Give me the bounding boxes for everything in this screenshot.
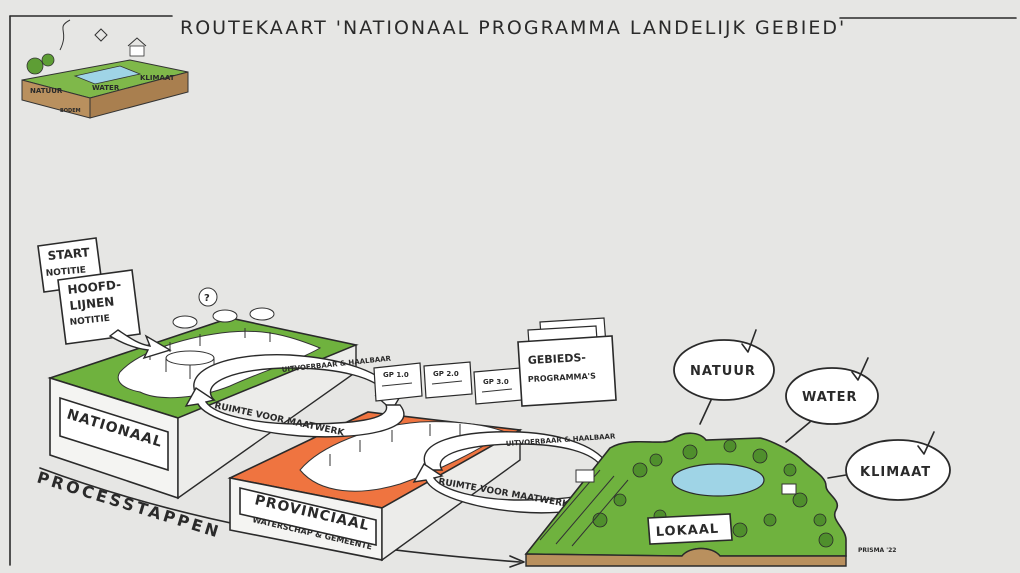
thumb-label-natuur: NATUUR — [30, 87, 63, 95]
check-icon-water — [851, 357, 869, 381]
start-line-2: NOTITIE — [45, 266, 86, 279]
gp-sheet-1: GP 1.0 — [383, 371, 409, 379]
goal-bubble-water: WATER — [785, 357, 879, 443]
nationaal-block: ? NATIONAAL — [47, 287, 359, 500]
goal-label-water: WATER — [802, 390, 858, 405]
check-icon-natuur — [741, 329, 757, 353]
signature: PRISMA '22 — [858, 547, 896, 554]
hoofdlijnen-line-3: NOTITIE — [69, 314, 110, 328]
goal-bubble-klimaat: KLIMAAT — [827, 431, 951, 501]
gebiedsprogrammas-line-1: GEBIEDS- — [527, 351, 586, 367]
start-line-1: START — [47, 245, 91, 263]
gebiedsprogrammas-line-2: PROGRAMMA'S — [528, 371, 597, 384]
page-title: ROUTEKAART 'NATIONAAL PROGRAMMA LANDELIJ… — [180, 17, 846, 39]
gp-sheet-3: GP 3.0 — [483, 378, 509, 386]
goal-label-natuur: NATUUR — [690, 364, 756, 379]
hoofdlijnen-notitie-card: HOOFD- LIJNEN NOTITIE — [57, 269, 141, 345]
thumb-label-bodem: BODEM — [60, 108, 81, 114]
check-icon-klimaat — [917, 431, 935, 455]
gp-sheets: GP 1.0 GP 2.0 GP 3.0 — [373, 361, 523, 405]
hoofdlijnen-line-1: HOOFD- — [67, 277, 122, 297]
lokaal-block: LOKAAL — [524, 432, 847, 567]
gebiedsprogrammas-stack: GEBIEDS- PROGRAMMA'S — [517, 317, 617, 407]
goal-label-klimaat: KLIMAAT — [860, 465, 931, 480]
goal-bubble-natuur: NATUUR — [673, 329, 775, 425]
thumb-label-water: WATER — [92, 84, 120, 92]
notes-arrow — [108, 329, 172, 360]
level-label-lokaal: LOKAAL — [655, 522, 719, 540]
thumbnail-landscape: NATUUR WATER KLIMAAT BODEM — [21, 19, 189, 119]
hoofdlijnen-line-2: LIJNEN — [69, 294, 115, 313]
svg-text:?: ? — [204, 293, 210, 304]
process-arrowhead — [509, 555, 525, 568]
gp-sheet-2: GP 2.0 — [433, 370, 459, 378]
thumb-label-klimaat: KLIMAAT — [140, 74, 175, 82]
